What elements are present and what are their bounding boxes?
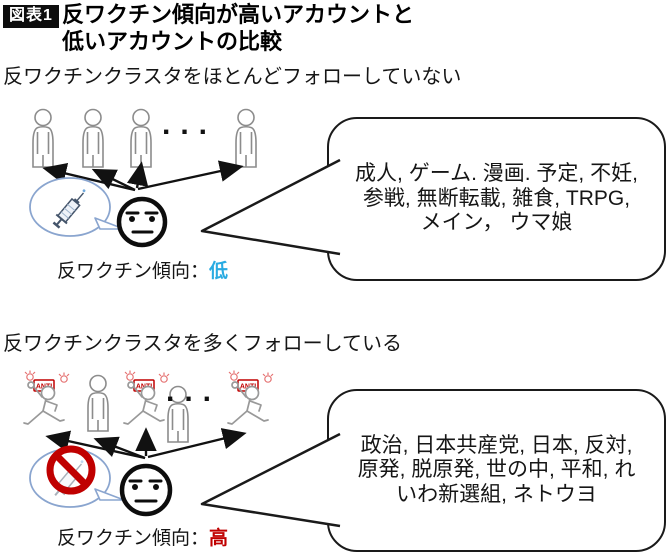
ellipsis-dots: ...: [162, 108, 217, 141]
account-face-icon: [119, 463, 173, 517]
tendency-label-prefix: 反ワクチン傾向：: [57, 528, 210, 549]
speech-bubble-low: 成人, ゲーム. 漫画. 予定, 不妊, 参戦, 無断転載, 雑食, TRPG,…: [327, 117, 666, 281]
thought-bubble: [29, 177, 125, 237]
section-high-header: 反ワクチンクラスタを多くフォローしている: [3, 333, 402, 355]
person-icon: [130, 108, 152, 168]
person-icon: [32, 108, 54, 168]
follow-arrows: [42, 160, 244, 192]
tendency-value-high: 高: [209, 528, 229, 549]
tendency-label-low: 反ワクチン傾向：低: [57, 260, 228, 284]
tendency-value-low: 低: [209, 261, 229, 282]
section-low-header: 反ワクチンクラスタをほとんどフォローしていない: [3, 66, 462, 88]
speech-bubble-tail: [200, 158, 341, 256]
speech-line: メイン， ウマ娘: [420, 211, 573, 235]
follow-arrows: [45, 427, 247, 460]
ellipsis-dots: ...: [166, 375, 221, 408]
protester-icon: [123, 369, 170, 425]
speech-line: 成人, ゲーム. 漫画. 予定, 不妊,: [355, 162, 638, 186]
thought-bubble: [29, 445, 125, 508]
person-icon: [167, 385, 189, 443]
tendency-label-high: 反ワクチン傾向：高: [57, 527, 228, 551]
speech-bubble-high: 政治, 日本共産党, 日本, 反対, 原発, 脱原発, 世の中, 平和, れ い…: [327, 389, 666, 552]
protester-icon: [227, 369, 274, 425]
person-icon: [87, 374, 109, 432]
figure-title: 反ワクチン傾向が高いアカウントと 低いアカウントの比較: [62, 1, 414, 55]
person-icon: [235, 108, 257, 168]
figure-title-line1: 反ワクチン傾向が高いアカウントと: [62, 2, 415, 27]
speech-line: 政治, 日本共産党, 日本, 反対,: [360, 433, 633, 457]
speech-bubble-tail: [200, 432, 341, 528]
tendency-label-prefix: 反ワクチン傾向：: [57, 261, 210, 282]
speech-line: いわ新選組, ネトウヨ: [396, 482, 597, 506]
prohibition-icon: [46, 445, 96, 495]
figure-number-badge: 図表1: [3, 5, 59, 28]
speech-line: 原発, 脱原発, 世の中, 平和, れ: [357, 458, 636, 482]
protester-icon: [23, 369, 70, 425]
person-icon: [82, 108, 104, 168]
syringe-icon: [52, 189, 86, 229]
figure-title-line2: 低いアカウントの比較: [62, 29, 283, 54]
syringe-icon: [53, 460, 84, 496]
speech-line: 参戦, 無断転載, 雑食, TRPG,: [362, 186, 631, 210]
account-face-icon: [116, 196, 168, 248]
